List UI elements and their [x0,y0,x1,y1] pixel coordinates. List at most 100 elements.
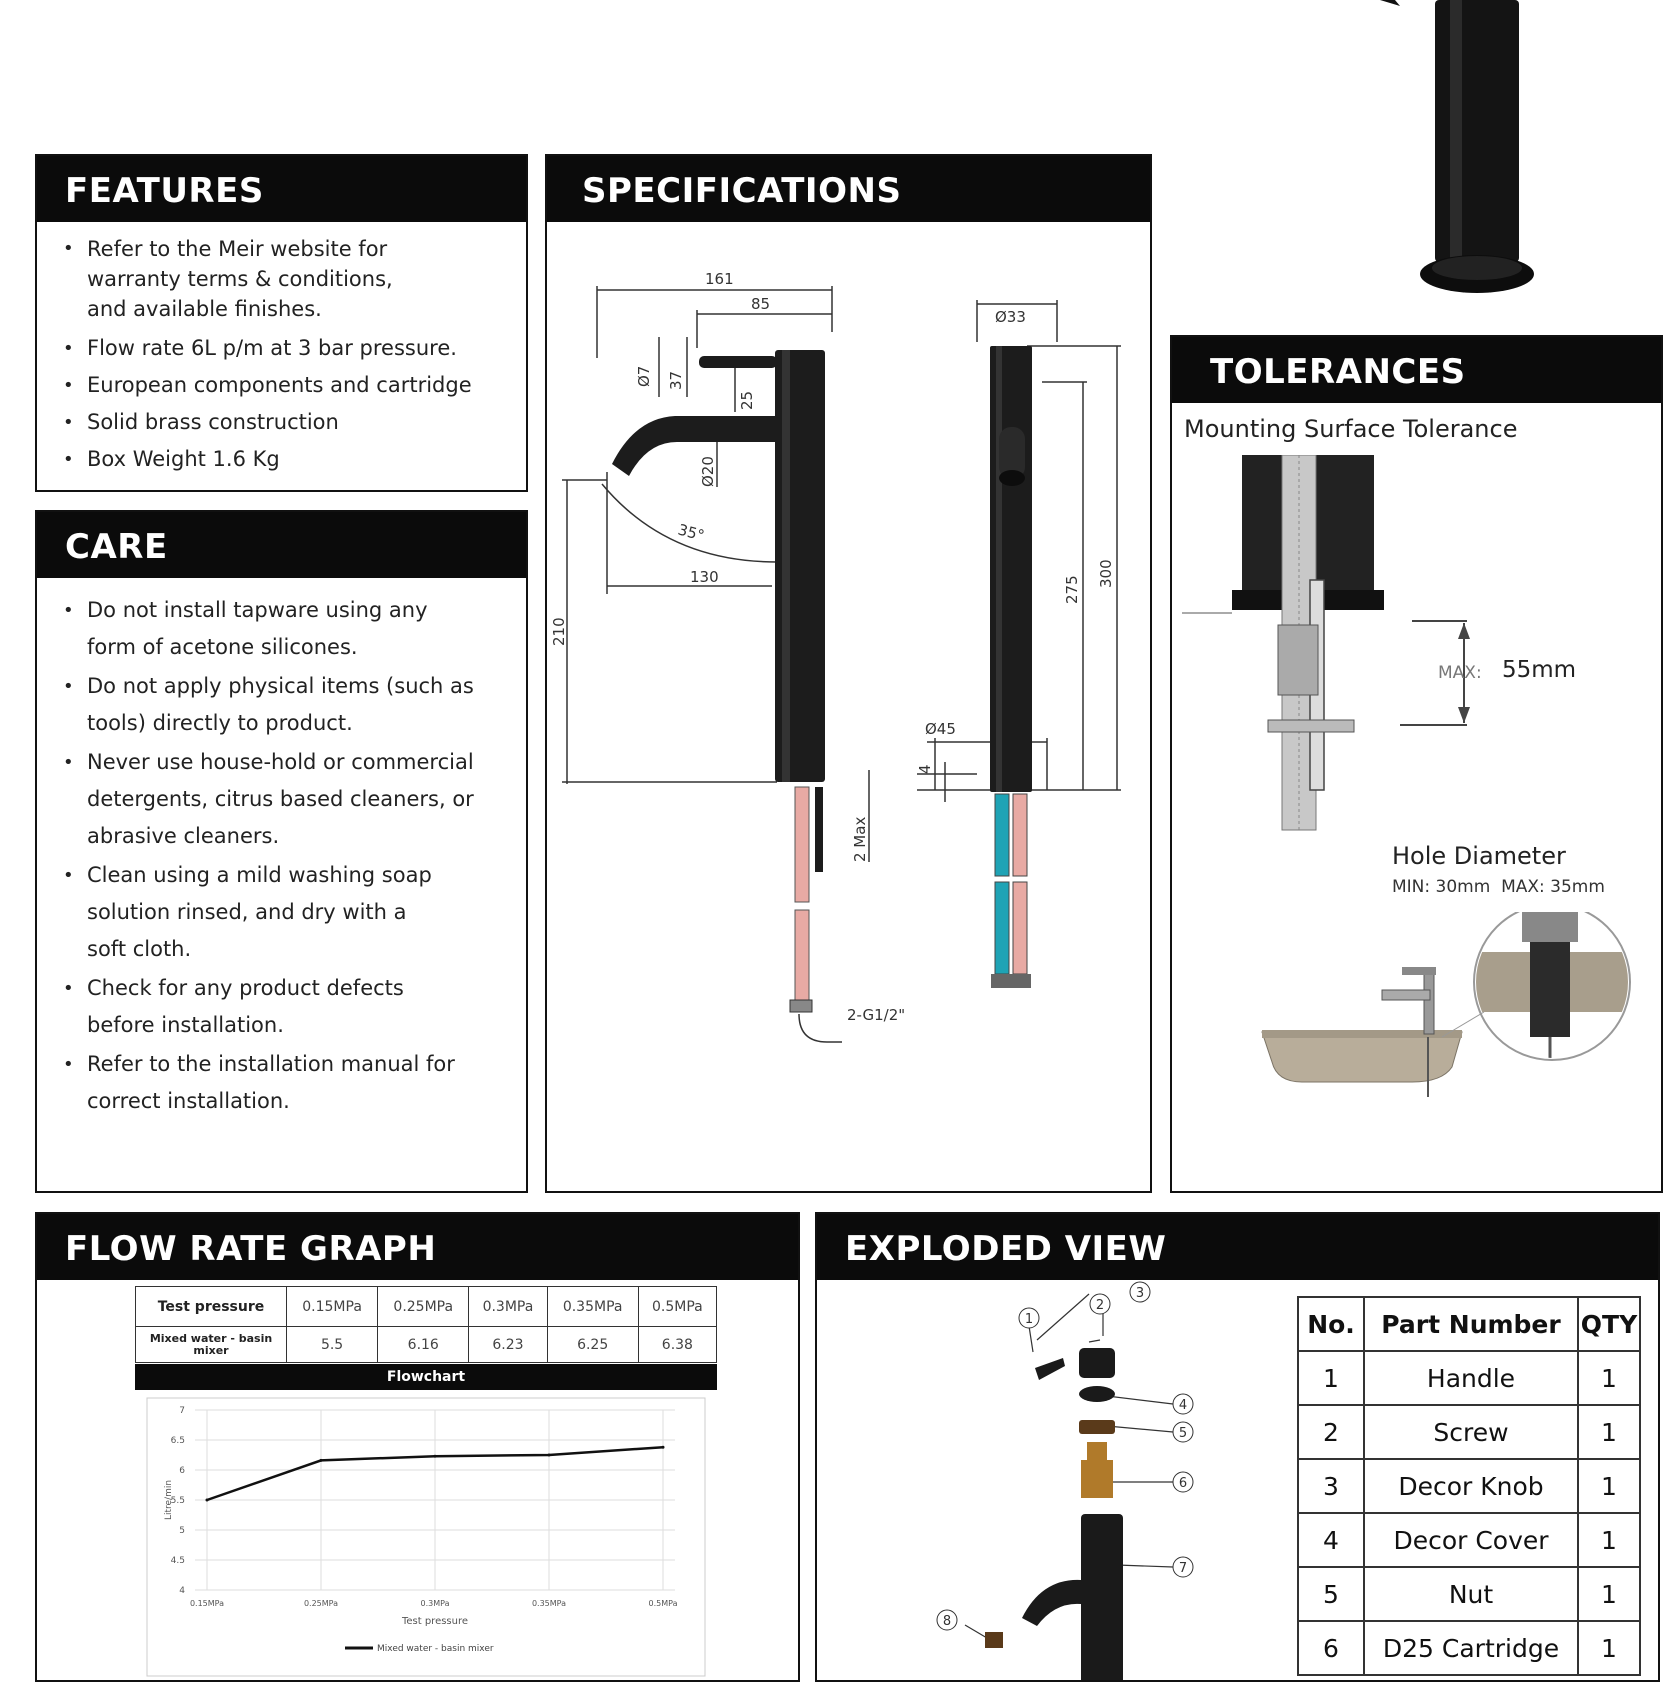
front-view [917,300,1121,802]
dim-25: 25 [738,391,756,410]
max-prefix: MAX: [1438,663,1482,683]
callout-6: 6 [1179,1476,1187,1491]
data-point [319,1458,323,1462]
callout-3: 3 [1136,1286,1144,1301]
dim-300: 300 [1097,559,1115,588]
flowchart-title: Flowchart [135,1364,717,1390]
data-point [547,1453,551,1457]
dim-2max: 2 Max [851,817,869,862]
care-item: Refer to the installation manual for cor… [37,1046,526,1120]
y-tick-label: 7 [179,1406,185,1416]
pressure-cell: 0.3MPa [468,1286,548,1327]
col-no: No. [1297,1296,1365,1352]
care-list: Do not install tapware using any form of… [37,592,526,1120]
feature-item: Box Weight 1.6 Kg [37,441,526,478]
y-tick-label: 4.5 [171,1556,185,1566]
flow-cell: 5.5 [285,1326,379,1363]
y-tick-label: 6.5 [171,1436,185,1446]
tolerances-panel: TOLERANCES Mounting Surface Tolerance MA… [1170,335,1663,1193]
legend-label: Mixed water - basin mixer [377,1644,494,1654]
flow-cell: 6.38 [637,1326,718,1363]
dim-210: 210 [550,617,568,646]
y-tick-label: 5 [179,1526,185,1536]
care-panel: CARE Do not install tapware using any fo… [35,510,528,1193]
side-view [562,286,870,862]
feature-item: Flow rate 6L p/m at 3 bar pressure. [37,330,526,367]
hole-diameter-range: MIN: 30mm MAX: 35mm [1392,877,1605,897]
x-axis-label: Test pressure [401,1616,468,1627]
dimension-labels: 161 85 Ø7 37 25 Ø20 35° 130 210 2 Max 2-… [550,270,1115,1024]
mounting-diagram [1182,455,1470,831]
dim-d33: Ø33 [995,308,1026,326]
care-item: Clean using a mild washing soap solution… [37,857,526,968]
care-item: Check for any product defects before ins… [37,970,526,1044]
data-point [661,1445,665,1449]
x-tick-label: 0.25MPa [304,1599,338,1608]
pressure-cell: 0.5MPa [637,1286,718,1327]
mounting-surface-label: Mounting Surface Tolerance [1184,415,1518,443]
pressure-cell: 0.15MPa [285,1286,379,1327]
dim-161: 161 [705,270,734,288]
data-point [205,1498,209,1502]
specifications-panel: SPECIFICATIONS [545,154,1152,1193]
col-qty: QTY [1577,1296,1641,1352]
exploded-diagram: 1 2 3 4 5 6 7 8 [936,1281,1194,1680]
basin-diagram [1261,912,1631,1097]
feature-item: Refer to the Meir website for warranty t… [37,234,526,324]
specifications-title: SPECIFICATIONS [547,156,1150,222]
flow-chart: 4 4.5 5 5.5 6 6.5 7 0.15MPa 0.25MPa 0.3MPa 0.35MPa… [146,1397,706,1677]
dim-4: 4 [916,764,934,774]
callout-5: 5 [1179,1426,1187,1441]
flow-rate-table: Test pressure 0.15MPa 0.25MPa 0.3MPa 0.3… [135,1286,718,1363]
features-panel: FEATURES Refer to the Meir website for w… [35,154,528,492]
product-image [1380,0,1534,293]
flow-cell: 6.25 [546,1326,639,1363]
flow-rate-panel: FLOW RATE GRAPH Test pressure 0.15MPa 0.… [35,1212,800,1682]
y-tick-label: 5.5 [171,1496,185,1506]
data-point [433,1454,437,1458]
dim-37: 37 [667,371,685,390]
pressure-cell: 0.35MPa [546,1286,639,1327]
flow-cell: 6.16 [377,1326,470,1363]
thread-size: 2-G1/2" [847,1006,905,1024]
y-tick-label: 4 [179,1586,185,1596]
dim-d45: Ø45 [925,720,956,738]
x-tick-label: 0.3MPa [421,1599,450,1608]
callouts: 1 2 3 4 5 6 7 8 [936,1281,1194,1631]
feature-item: Solid brass construction [37,404,526,441]
side-tap [612,350,842,1043]
col-part-number: Part Number [1363,1296,1579,1352]
care-item: Never use house-hold or commercial deter… [37,744,526,855]
care-item: Do not install tapware using any form of… [37,592,526,666]
exploded-view-title: EXPLODED VIEW [817,1214,1658,1280]
callout-8: 8 [943,1614,951,1629]
features-list: Refer to the Meir website for warranty t… [37,234,526,478]
care-title: CARE [37,512,526,578]
callout-2: 2 [1096,1298,1104,1313]
callout-1: 1 [1025,1312,1033,1327]
test-pressure-header: Test pressure [135,1286,287,1327]
x-tick-label: 0.15MPa [190,1599,224,1608]
dim-275: 275 [1063,575,1081,604]
dim-angle: 35° [676,520,706,544]
front-tap [990,346,1032,988]
max-value: 55mm [1502,657,1577,683]
care-item: Do not apply physical items (such as too… [37,668,526,742]
flow-cell: 6.23 [468,1326,548,1363]
dim-d7: Ø7 [635,366,653,387]
exploded-view-panel: EXPLODED VIEW 1 2 3 4 [815,1212,1660,1682]
hole-diameter-label: Hole Diameter [1392,842,1566,870]
dim-d20: Ø20 [699,456,717,487]
y-axis-label: Litre/min [164,1480,174,1520]
dim-130: 130 [690,568,719,586]
x-tick-label: 0.35MPa [532,1599,566,1608]
callout-4: 4 [1179,1398,1187,1413]
y-tick-label: 6 [179,1466,185,1476]
